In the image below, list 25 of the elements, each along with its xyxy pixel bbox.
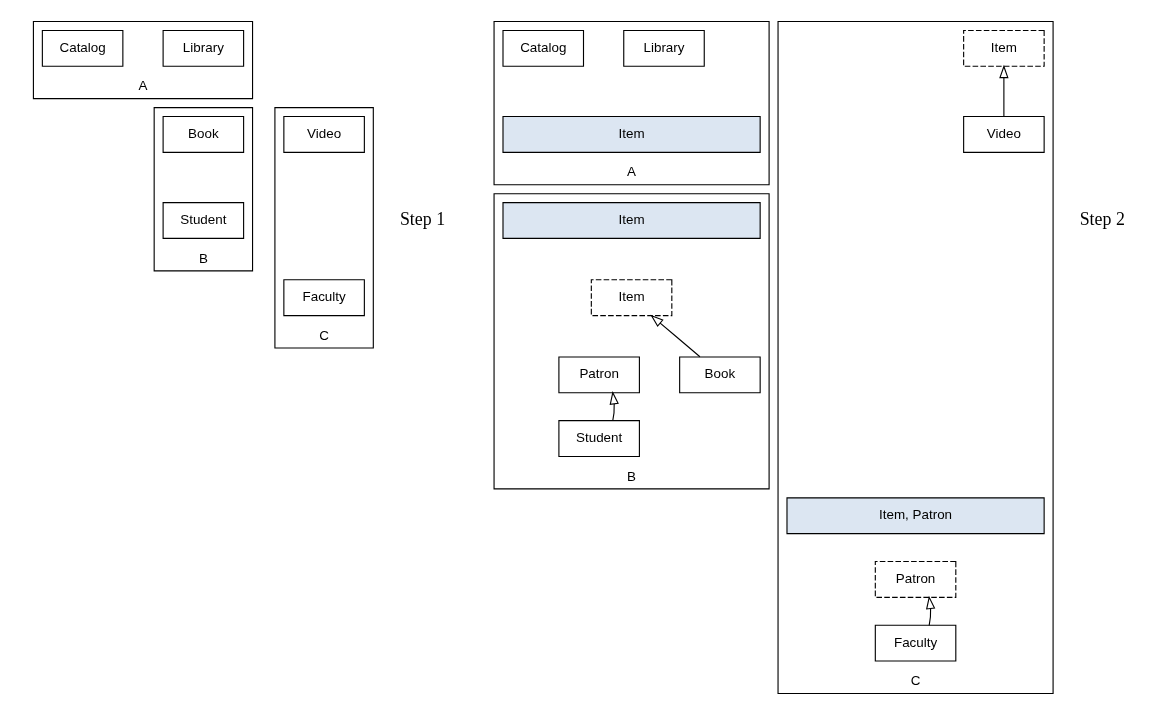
arrow xyxy=(650,314,701,358)
node-box: Item xyxy=(502,202,761,239)
node-box: Catalog xyxy=(41,29,124,67)
node-box: Faculty xyxy=(283,279,365,317)
arrow xyxy=(609,391,619,422)
node-box: Patron xyxy=(874,561,957,598)
label: Step 2 xyxy=(1079,208,1125,229)
node-box: Patron xyxy=(558,356,640,394)
node-box: Item xyxy=(963,29,1045,67)
label: Step 1 xyxy=(399,208,446,229)
node-box: Video xyxy=(963,116,1045,153)
node-box: Book xyxy=(679,356,761,394)
node-box: Student xyxy=(162,202,245,239)
node-box: Library xyxy=(623,29,705,67)
node-box: Student xyxy=(558,420,640,457)
arrow xyxy=(999,64,1009,117)
node-box: Item, Patron xyxy=(786,497,1045,535)
arrow xyxy=(926,595,936,626)
node-box: Video xyxy=(283,116,365,153)
node-box: Catalog xyxy=(502,29,585,67)
node-box: Library xyxy=(162,29,245,67)
node-box: Faculty xyxy=(874,624,957,662)
node-box: Item xyxy=(502,116,761,153)
node-box: Book xyxy=(162,116,245,153)
node-box: Item xyxy=(590,279,673,317)
